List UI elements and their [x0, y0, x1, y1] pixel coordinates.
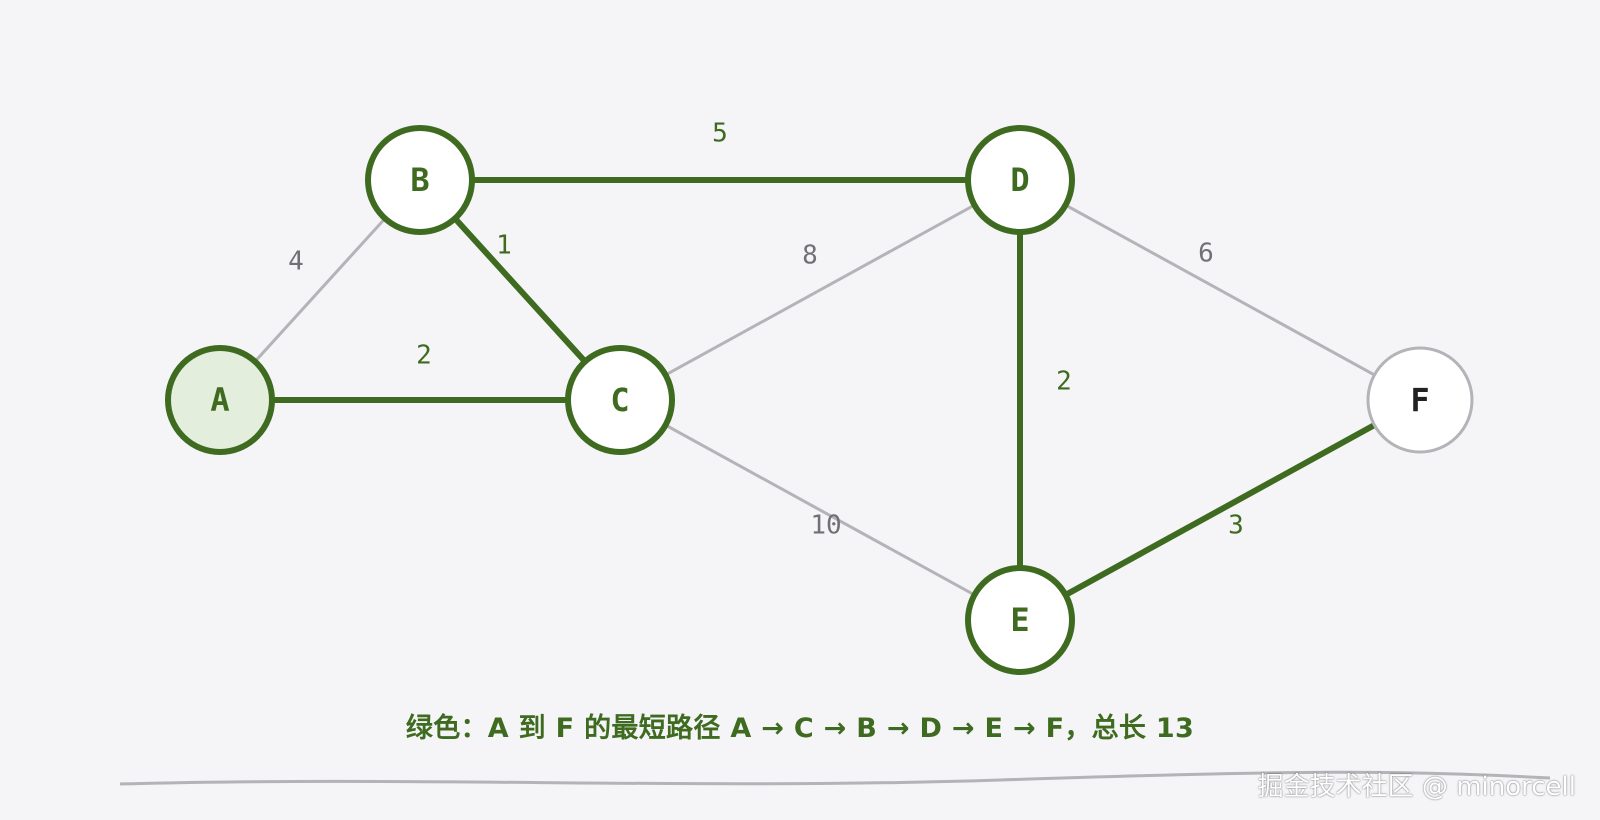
node-f: F — [1366, 346, 1474, 454]
node-e: E — [965, 565, 1075, 675]
node-circle-f — [1366, 346, 1474, 454]
edge-c-d — [618, 178, 1022, 402]
node-circle-c — [565, 345, 675, 455]
edge-c-e — [618, 398, 1022, 622]
edge-weight-d-f: 6 — [1198, 239, 1214, 269]
node-circle-a — [165, 345, 275, 455]
watermark-text: 掘金技术社区 @ minorcell — [1257, 772, 1576, 802]
edge-weight-c-e: 10 — [810, 511, 841, 541]
node-label-a: A — [210, 381, 229, 419]
edge-weight-c-d: 8 — [802, 241, 818, 271]
node-label-e: E — [1010, 601, 1029, 639]
node-a: A — [165, 345, 275, 455]
path-caption: 绿色：A 到 F 的最短路径 A → C → B → D → E → F，总长 … — [405, 713, 1195, 744]
edge-weight-b-d: 5 — [712, 119, 728, 149]
edge-weight-d-e: 2 — [1056, 367, 1072, 397]
node-circle-e — [965, 565, 1075, 675]
node-b: B — [365, 125, 475, 235]
edge-weight-a-c: 2 — [416, 341, 432, 371]
edge-weight-e-f: 3 — [1228, 511, 1244, 541]
edge-e-f — [1017, 397, 1423, 623]
node-circle-d — [965, 125, 1075, 235]
edge-weight-b-c: 1 — [496, 231, 512, 261]
node-circle-b — [365, 125, 475, 235]
edge-weight-a-b: 4 — [288, 247, 304, 277]
node-label-b: B — [410, 161, 429, 199]
edges-layer — [217, 177, 1423, 623]
edge-d-f — [1018, 178, 1422, 402]
weights-layer: 4 2 1 5 8 10 2 6 3 — [288, 119, 1244, 541]
node-d: D — [965, 125, 1075, 235]
node-label-f: F — [1410, 381, 1429, 419]
node-label-c: C — [610, 381, 629, 419]
node-c: C — [565, 345, 675, 455]
node-label-d: D — [1010, 161, 1029, 199]
nodes-layer: A B C D E F — [165, 125, 1474, 675]
divider-line — [119, 770, 1551, 786]
